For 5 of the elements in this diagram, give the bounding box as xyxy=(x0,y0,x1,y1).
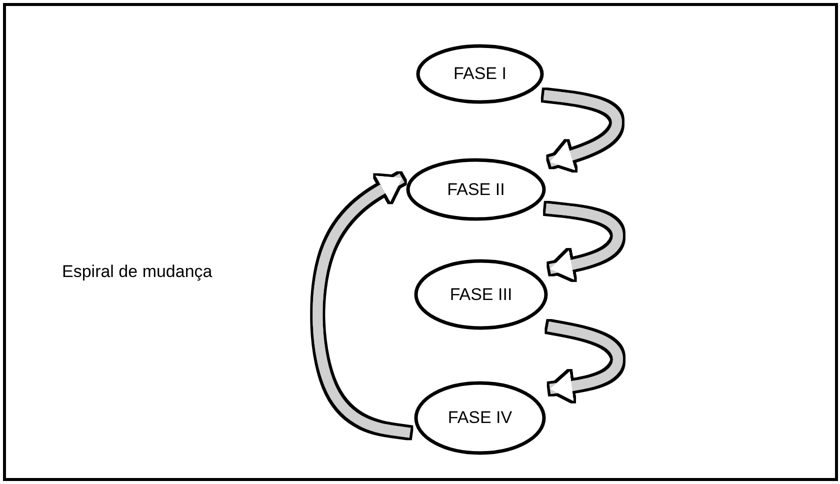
phase-label: FASE III xyxy=(450,284,512,304)
phase-label: FASE IV xyxy=(448,408,512,428)
diagram-label: Espiral de mudança xyxy=(62,262,212,282)
phase-label: FASE II xyxy=(447,180,505,200)
phase-label: FASE I xyxy=(454,64,506,84)
